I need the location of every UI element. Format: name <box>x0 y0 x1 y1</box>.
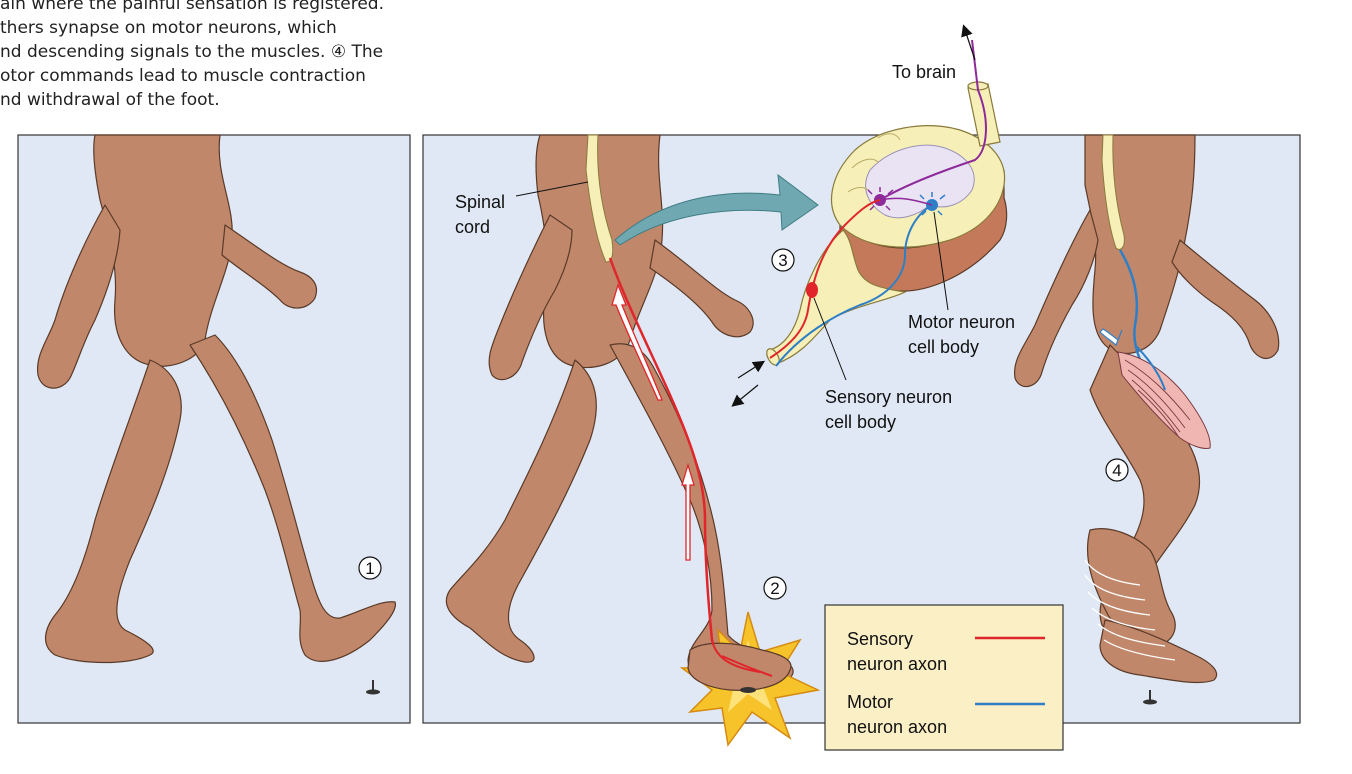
walking-figure-1 <box>36 134 396 664</box>
to-brain-arrow <box>961 24 976 61</box>
step-1-badge <box>358 556 382 580</box>
motor-axon-in-cord <box>775 204 933 367</box>
sensory-cell-leader <box>813 297 847 381</box>
legend-motor-line2: neuron axon <box>847 717 947 737</box>
step-2-badge <box>763 576 787 600</box>
interneuron-to-brain <box>879 39 987 201</box>
motion-lines <box>1084 559 1176 661</box>
signal-in-arrow <box>737 360 766 379</box>
motor-cell-label-line1: Motor neuron <box>908 312 1015 332</box>
caption-line: otor commands lead to muscle contraction <box>0 66 366 86</box>
step-4-number: 4 <box>1112 461 1121 480</box>
contracting-muscle <box>1117 351 1211 449</box>
step-1-number: 1 <box>365 559 374 578</box>
zoom-arrow <box>614 173 819 246</box>
to-brain-label: To brain <box>892 62 956 82</box>
sensory-axon-in-cord <box>769 199 881 359</box>
up-arrow-thigh <box>611 283 663 401</box>
sensory-cell-label-line2: cell body <box>825 412 896 432</box>
step-3-number: 3 <box>778 251 787 270</box>
walking-figure-2 <box>445 134 794 689</box>
step-3-badge <box>771 248 795 272</box>
motor-nerve-on-muscle <box>1134 344 1166 391</box>
sensory-cell-body-icon <box>806 282 818 298</box>
step-4-badge <box>1105 458 1129 482</box>
thumbtack-icon <box>366 680 380 695</box>
caption: ain where the painful sensation is regis… <box>0 0 420 112</box>
muscle-fibers <box>1124 359 1191 437</box>
caption-line: nd withdrawal of the foot. <box>0 90 220 110</box>
spinal-cord-cross-section <box>831 125 1008 292</box>
spinal-cord-leader <box>515 181 589 197</box>
spinal-cord-strip <box>585 134 614 263</box>
spinal-cord-label-line2: cord <box>455 217 490 237</box>
interneuron-link <box>879 197 933 206</box>
legend-box <box>824 604 1064 751</box>
signal-out-arrow <box>731 384 759 407</box>
caption-line: nd descending signals to the muscles. ④ … <box>0 42 384 62</box>
motor-cell-leader <box>933 211 949 311</box>
tack-under-foot <box>740 687 756 693</box>
sensory-nerve-in-foot <box>711 639 773 677</box>
legend-sensory-line1: Sensory <box>847 629 913 649</box>
down-arrow-thigh <box>1099 328 1123 346</box>
caption-line: thers synapse on motor neurons, which <box>0 18 337 38</box>
spinal-cord-strip-3 <box>1101 134 1125 250</box>
legend-motor-line1: Motor <box>847 692 893 712</box>
thumbtack-icon-3 <box>1143 690 1157 705</box>
step-2-number: 2 <box>770 579 779 598</box>
sensory-cell-label-line1: Sensory neuron <box>825 387 952 407</box>
up-arrow-shin <box>681 462 695 561</box>
legend-sensory-line2: neuron axon <box>847 654 947 674</box>
spinal-cord-label-line1: Spinal <box>455 192 505 212</box>
motor-cell-label-line2: cell body <box>908 337 979 357</box>
interneuron-cell-icon <box>867 187 894 211</box>
caption-line: ain where the painful sensation is regis… <box>0 0 384 14</box>
